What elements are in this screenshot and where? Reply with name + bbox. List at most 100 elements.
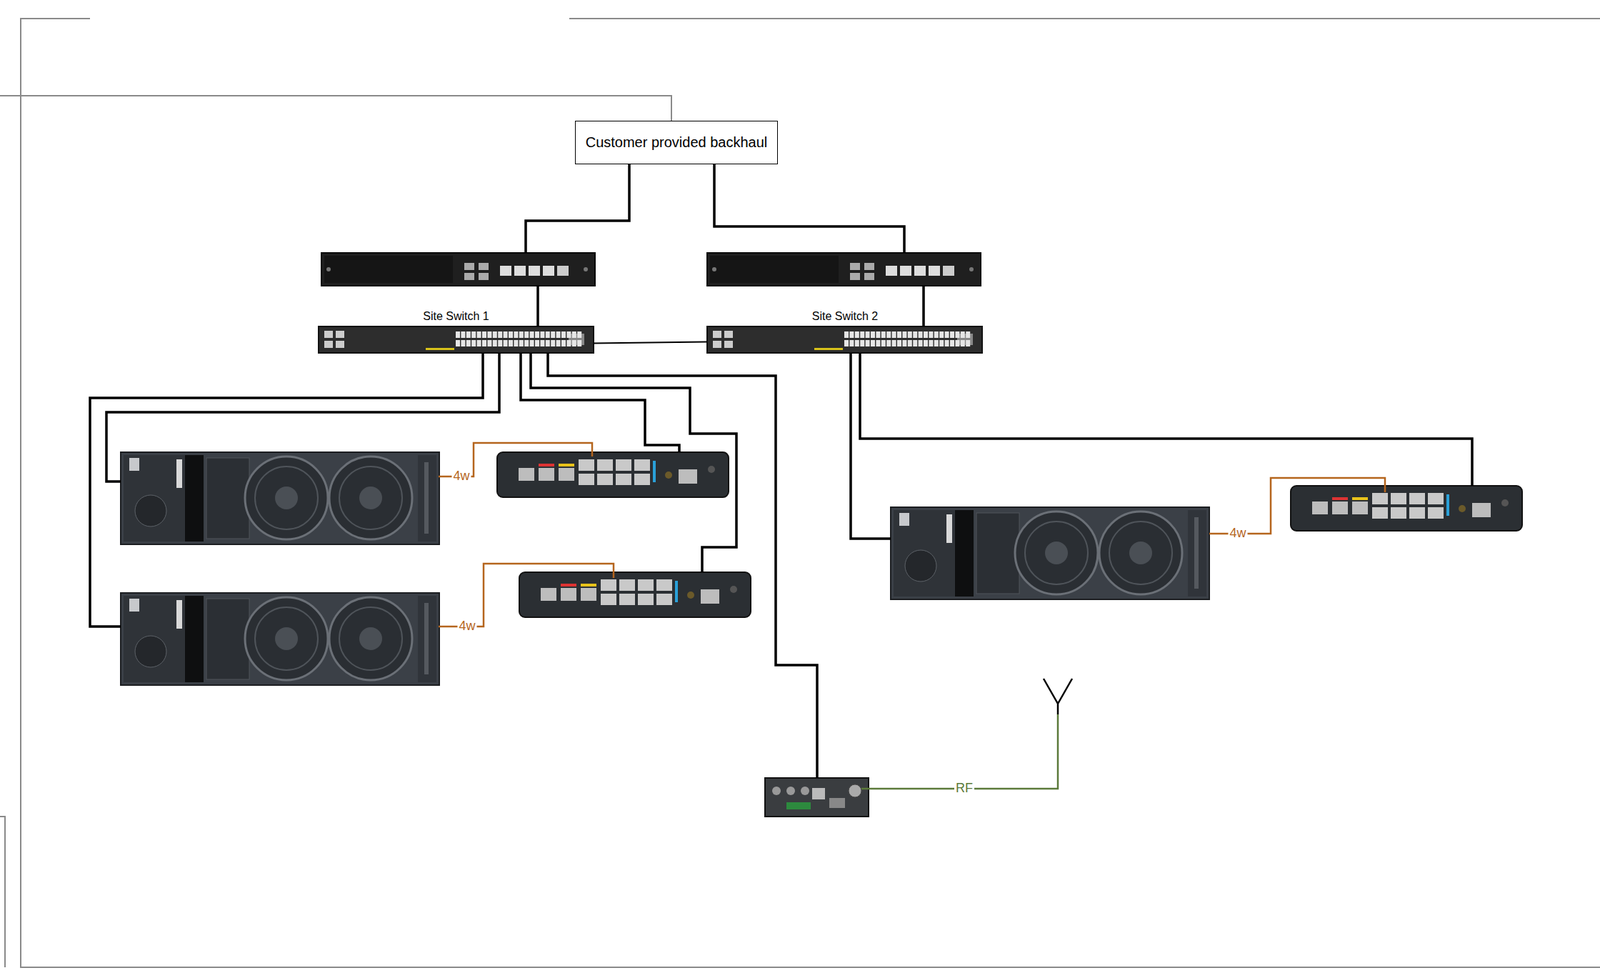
port: [928, 331, 933, 338]
port: [892, 340, 897, 347]
port: [572, 340, 577, 347]
device-label: Site Switch 2: [812, 309, 878, 323]
port: [535, 340, 540, 347]
port: [477, 340, 482, 347]
port: [907, 340, 913, 347]
port: [550, 331, 555, 338]
port: [503, 331, 508, 338]
port: [477, 331, 482, 338]
switch-ports: [455, 331, 970, 347]
port: [545, 331, 550, 338]
port: [508, 331, 513, 338]
port: [923, 331, 928, 338]
port: [923, 340, 928, 347]
signal-label: RF: [954, 781, 975, 796]
port: [950, 340, 955, 347]
box-text: Customer provided backhaul: [585, 133, 768, 151]
port: [918, 331, 923, 338]
port: [870, 340, 875, 347]
port: [497, 331, 503, 338]
port: [519, 331, 524, 338]
port: [513, 331, 518, 338]
device-illustrations: [120, 252, 1523, 817]
port: [928, 340, 933, 347]
port: [955, 340, 960, 347]
port: [965, 331, 970, 338]
port: [945, 331, 950, 338]
port: [487, 331, 492, 338]
port: [482, 331, 487, 338]
port: [455, 340, 460, 347]
port: [860, 340, 865, 347]
port: [960, 340, 965, 347]
port: [492, 331, 498, 338]
port: [907, 331, 913, 338]
port: [902, 331, 907, 338]
network-switch: Site Switch 2: [707, 326, 983, 353]
port: [482, 340, 487, 347]
port: [886, 340, 891, 347]
port: [530, 340, 535, 347]
port: [960, 331, 965, 338]
port: [886, 331, 891, 338]
port: [487, 340, 492, 347]
port: [545, 340, 550, 347]
port: [934, 331, 939, 338]
port: [918, 340, 923, 347]
port: [945, 340, 950, 347]
port: [912, 331, 918, 338]
port: [849, 331, 854, 338]
port: [556, 340, 561, 347]
port: [556, 331, 561, 338]
network-switch: Site Switch 1: [318, 326, 594, 353]
port: [897, 331, 902, 338]
port: [849, 340, 854, 347]
port: [561, 331, 566, 338]
port: [530, 331, 535, 338]
port: [471, 340, 476, 347]
port: [965, 340, 970, 347]
connector: [593, 342, 708, 344]
port: [939, 340, 944, 347]
port: [870, 331, 875, 338]
port: [503, 340, 508, 347]
port: [577, 340, 582, 347]
port: [566, 331, 571, 338]
port: [508, 340, 513, 347]
port: [855, 340, 860, 347]
frame: [0, 18, 1600, 968]
wire-label: 4w: [451, 469, 471, 484]
port: [865, 331, 870, 338]
port: [897, 340, 902, 347]
device-label: Site Switch 1: [422, 309, 489, 323]
port: [572, 331, 577, 338]
wire-label: 4w: [1227, 526, 1248, 541]
port: [550, 340, 555, 347]
four-wire-audio: [438, 442, 1385, 627]
port: [844, 340, 849, 347]
ethernet-wires: [90, 164, 1473, 778]
port: [950, 331, 955, 338]
port: [455, 331, 460, 338]
port: [912, 340, 918, 347]
port: [934, 340, 939, 347]
port: [875, 340, 880, 347]
port: [865, 340, 870, 347]
port: [524, 340, 529, 347]
port: [540, 340, 545, 347]
port: [513, 340, 518, 347]
port: [466, 340, 471, 347]
port: [460, 340, 465, 347]
wire-label: 4w: [457, 619, 477, 634]
port: [881, 340, 886, 347]
port: [492, 340, 498, 347]
antenna-symbol: [1043, 678, 1073, 715]
port: [535, 331, 540, 338]
port: [524, 331, 529, 338]
process-box: Customer provided backhaul: [575, 120, 779, 165]
rf-cable: [861, 714, 1058, 789]
port: [466, 331, 471, 338]
